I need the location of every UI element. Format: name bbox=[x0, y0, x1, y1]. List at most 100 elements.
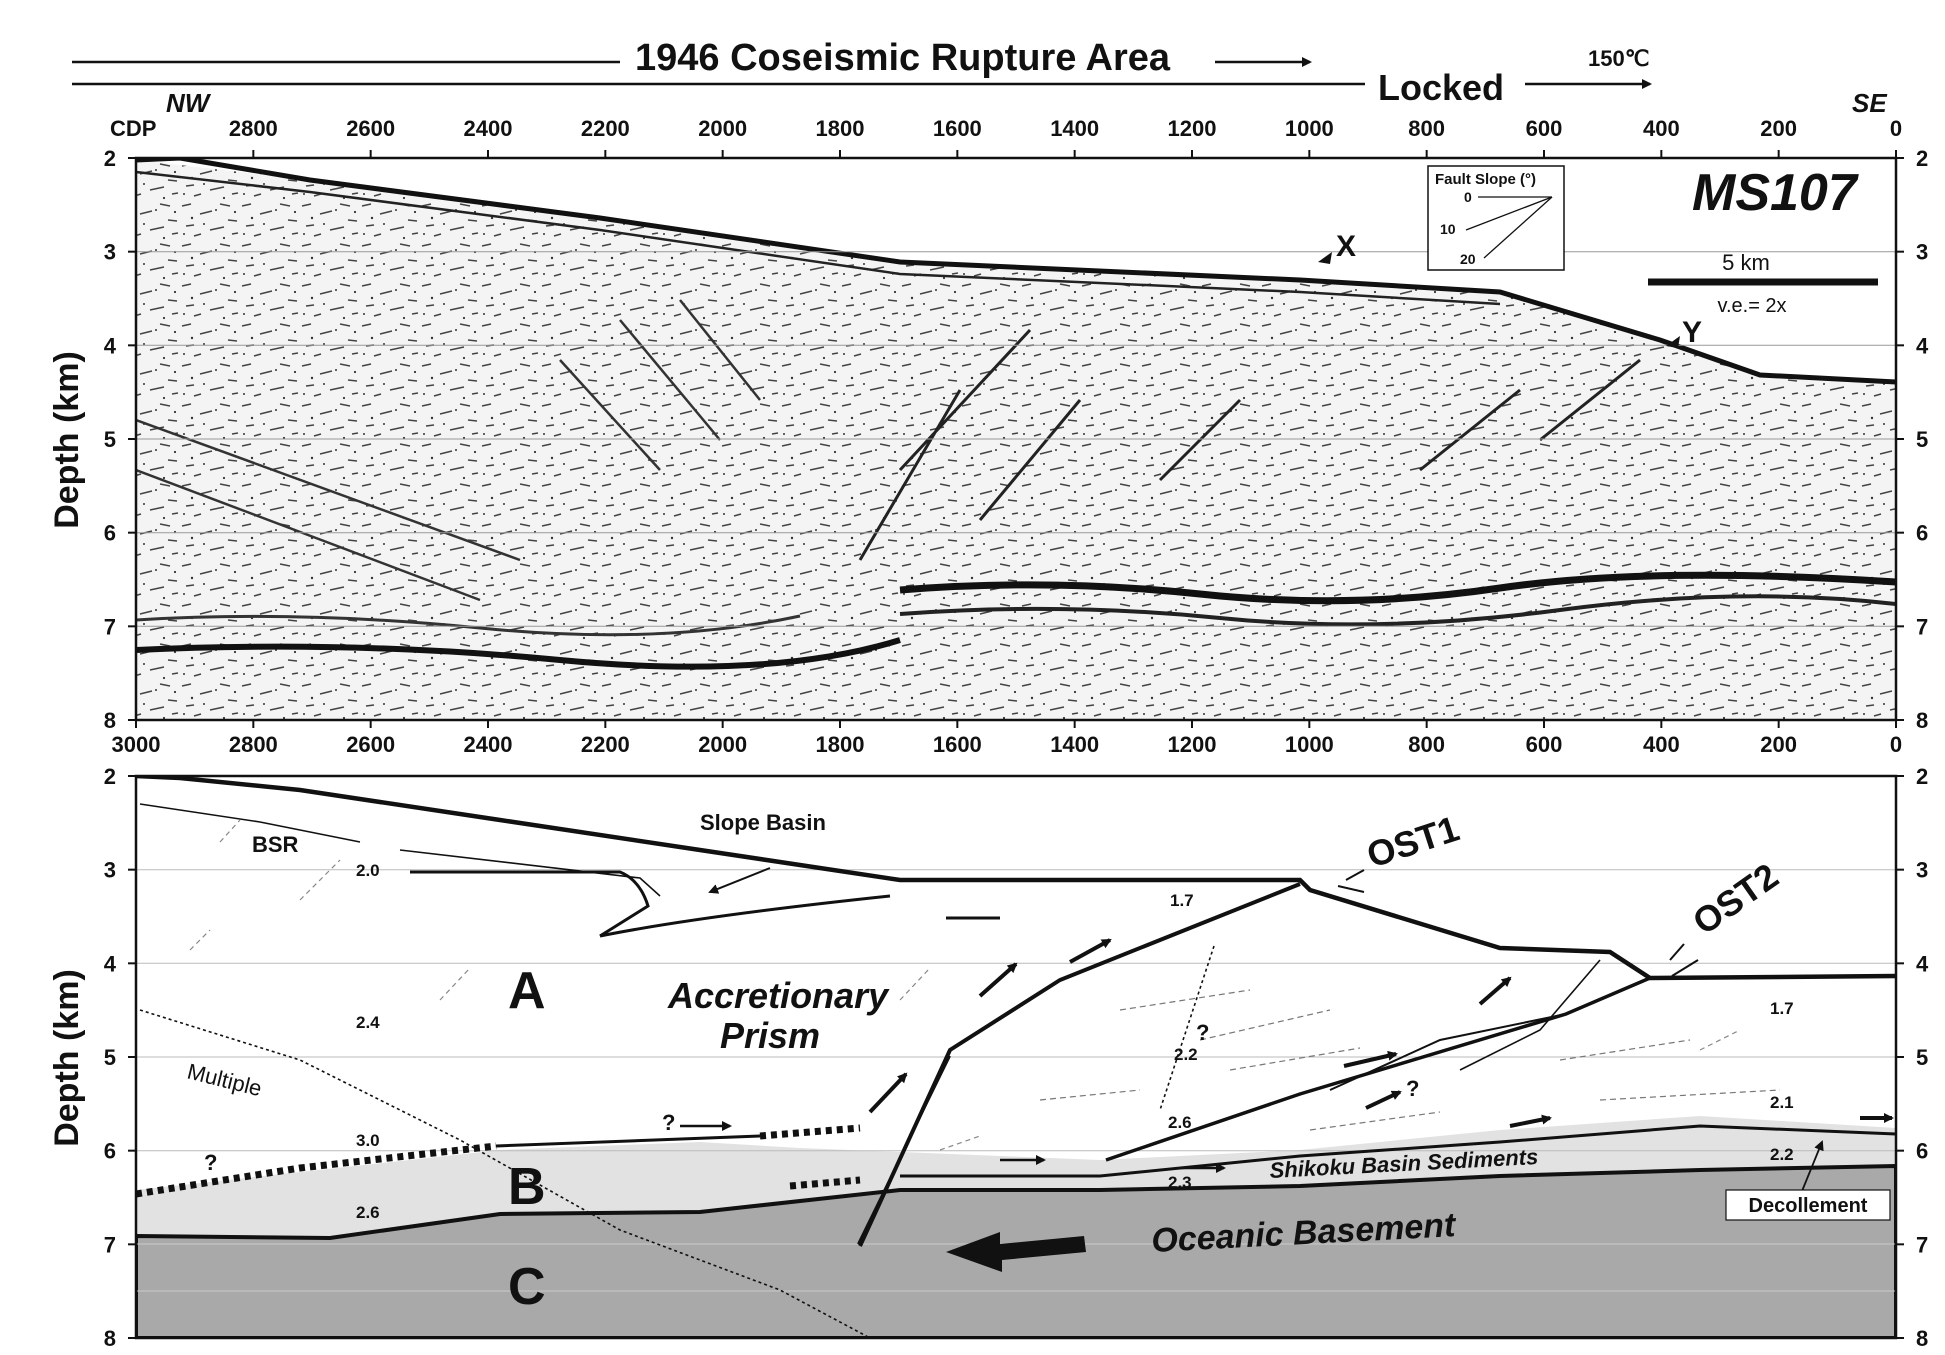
thrust-fault bbox=[857, 1055, 951, 1245]
seismic-section bbox=[136, 160, 1896, 720]
accretionary-prism-label: Accretionary bbox=[667, 975, 890, 1016]
multiple-line bbox=[139, 1009, 871, 1338]
ost2-fault bbox=[1105, 976, 1651, 1162]
seismic-panel: X Y Fault Slope (°) 0 10 20 MS107 5 km v… bbox=[48, 156, 1898, 722]
question-mark: ? bbox=[662, 1110, 675, 1135]
velocity-label: 1.7 bbox=[1770, 999, 1794, 1018]
velocity-label: 2.4 bbox=[356, 1013, 380, 1032]
cdp-tick-label: 1000 bbox=[1285, 116, 1334, 141]
depth-tick-label: 7 bbox=[1916, 614, 1928, 639]
cdp-tick-label: 1000 bbox=[1285, 732, 1334, 757]
cdp-tick-label: 400 bbox=[1643, 116, 1680, 141]
cdp-tick-label: 2200 bbox=[581, 732, 630, 757]
cdp-tick-label: 2800 bbox=[229, 732, 278, 757]
depth-tick-label: 5 bbox=[1916, 1045, 1928, 1070]
cdp-tick-label: 1800 bbox=[816, 732, 865, 757]
cdp-tick-label: 2400 bbox=[464, 732, 513, 757]
slope-basin-label: Slope Basin bbox=[700, 810, 826, 835]
cdp-tick-label: 0 bbox=[1890, 732, 1902, 757]
velocity-label: 2.6 bbox=[356, 1203, 380, 1222]
nw-label: NW bbox=[166, 88, 212, 118]
point-x-label: X bbox=[1336, 230, 1356, 263]
cdp-tick-label: 2800 bbox=[229, 116, 278, 141]
depth-tick-label: 3 bbox=[104, 240, 116, 265]
velocity-label: 1.7 bbox=[1170, 891, 1194, 910]
bsr-line bbox=[139, 803, 361, 843]
rupture-label: 1946 Coseismic Rupture Area bbox=[635, 37, 1171, 79]
velocity-label: 2.1 bbox=[1770, 1093, 1794, 1112]
cdp-tick-label: 1400 bbox=[1050, 116, 1099, 141]
depth-tick-label: 4 bbox=[104, 951, 117, 976]
cdp-tick-label: 600 bbox=[1526, 732, 1563, 757]
deep-reflector bbox=[899, 594, 1896, 627]
depth-tick-label: 5 bbox=[104, 1045, 116, 1070]
cdp-tick-label: 400 bbox=[1643, 732, 1680, 757]
point-y-label: Y bbox=[1682, 316, 1702, 349]
accretionary-prism-label: Prism bbox=[720, 1015, 820, 1056]
question-mark: ? bbox=[1196, 1020, 1209, 1045]
header: 1946 Coseismic Rupture Area Locked 150℃ … bbox=[72, 37, 1887, 141]
plate-motion-arrow bbox=[946, 1232, 1086, 1272]
depth-tick-label: 8 bbox=[1916, 1326, 1928, 1351]
question-mark: ? bbox=[204, 1150, 217, 1175]
unit-a-label: A bbox=[508, 962, 546, 1020]
depth-tick-label: 8 bbox=[1916, 708, 1928, 733]
depth-tick-label: 6 bbox=[104, 1139, 116, 1164]
se-label: SE bbox=[1852, 88, 1887, 118]
fault-slope-value: 20 bbox=[1460, 251, 1476, 267]
question-mark: ? bbox=[1406, 1076, 1419, 1101]
cdp-tick-label: 1600 bbox=[933, 732, 982, 757]
depth-tick-label: 6 bbox=[1916, 521, 1928, 546]
velocity-label: 2.2 bbox=[1770, 1145, 1794, 1164]
velocity-label: 2.6 bbox=[1168, 1113, 1192, 1132]
cdp-tick-label: 1200 bbox=[1168, 732, 1217, 757]
cdp-tick-label: 200 bbox=[1760, 116, 1797, 141]
cdp-tick-label: 200 bbox=[1760, 732, 1797, 757]
depth-tick-label: 3 bbox=[104, 858, 116, 883]
depth-tick-label: 2 bbox=[1916, 146, 1928, 171]
decollement-label: Decollement bbox=[1749, 1195, 1868, 1217]
fault-slope-inset: Fault Slope (°) 0 10 20 bbox=[1427, 165, 1565, 271]
scale-length-label: 5 km bbox=[1722, 250, 1770, 275]
velocity-label: 2.0 bbox=[356, 861, 380, 880]
deep-reflector bbox=[136, 637, 901, 670]
unit-b-label: B bbox=[508, 1158, 546, 1216]
seismic-y-axis-label: Depth (km) bbox=[48, 351, 86, 529]
depth-tick-label: 2 bbox=[104, 146, 116, 171]
locked-label: Locked bbox=[1378, 67, 1504, 108]
depth-tick-label: 4 bbox=[104, 333, 117, 358]
cdp-tick-label: 3000 bbox=[112, 732, 161, 757]
cdp-tick-label: 800 bbox=[1408, 116, 1445, 141]
depth-tick-label: 6 bbox=[1916, 1139, 1928, 1164]
depth-tick-label: 5 bbox=[104, 427, 116, 452]
cdp-tick-label: 1200 bbox=[1168, 116, 1217, 141]
cdp-tick-label: 2600 bbox=[346, 116, 395, 141]
bsr-label: BSR bbox=[252, 832, 299, 857]
slope-basin-outline bbox=[410, 870, 650, 938]
depth-tick-label: 6 bbox=[104, 521, 116, 546]
temperature-label: 150℃ bbox=[1588, 46, 1649, 71]
interpretation-y-axis-label: Depth (km) bbox=[48, 969, 86, 1147]
fault-slope-value: 0 bbox=[1464, 189, 1472, 205]
velocity-label: 3.0 bbox=[356, 1131, 380, 1150]
cdp-tick-label: 2400 bbox=[464, 116, 513, 141]
interpreted-seafloor bbox=[136, 776, 1896, 981]
cdp-tick-label: 2000 bbox=[698, 732, 747, 757]
cdp-tick-label: 1400 bbox=[1050, 732, 1099, 757]
scale-bar: 5 km v.e.= 2x bbox=[1648, 250, 1878, 317]
cdp-tick-label: 1600 bbox=[933, 116, 982, 141]
depth-tick-label: 4 bbox=[1916, 951, 1929, 976]
thrust-fault bbox=[1329, 1013, 1567, 1091]
depth-tick-label: 8 bbox=[104, 708, 116, 733]
interpretation-panel: BSR Slope Basin OST1 OST2 A B C Accretio… bbox=[48, 774, 1898, 1340]
cdp-label: CDP bbox=[110, 116, 156, 141]
scale-exaggeration-label: v.e.= 2x bbox=[1717, 295, 1786, 317]
depth-tick-label: 4 bbox=[1916, 333, 1929, 358]
fault-slope-value: 10 bbox=[1440, 221, 1456, 237]
depth-tick-label: 2 bbox=[1916, 764, 1928, 789]
